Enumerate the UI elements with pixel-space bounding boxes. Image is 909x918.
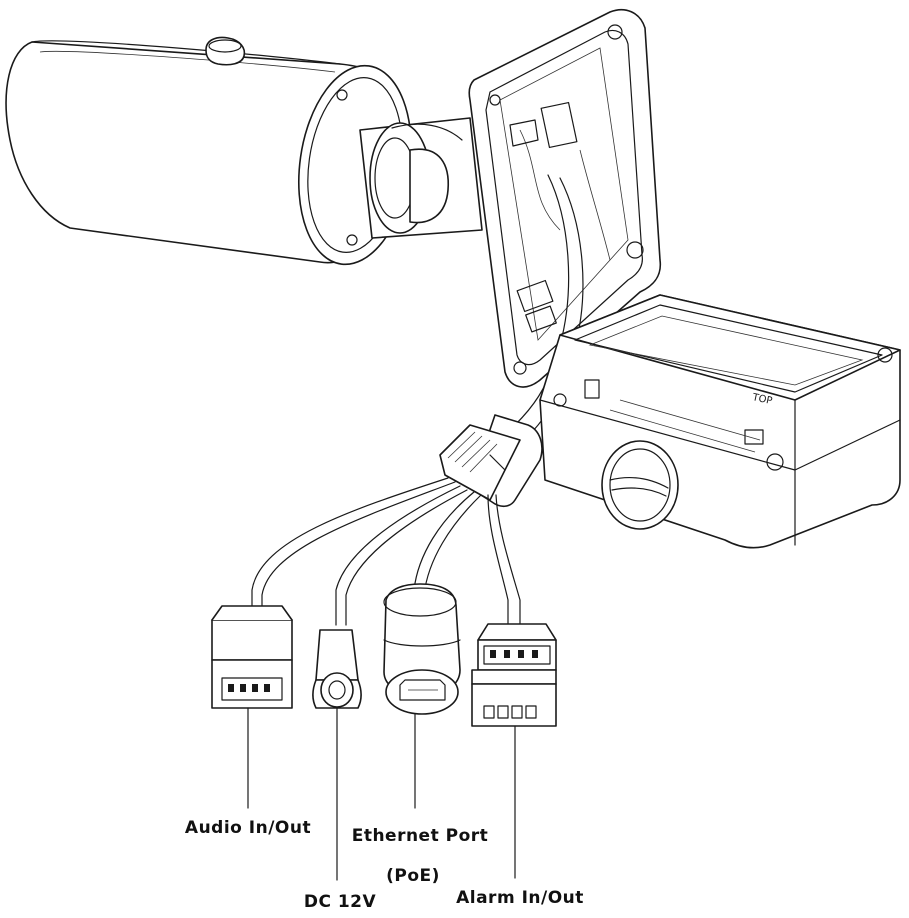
camera-mount-neck (359, 117, 483, 239)
audio-connector (211, 605, 293, 809)
ethernet-connector (383, 583, 461, 809)
dc-power-connector (312, 629, 362, 881)
label-audio: Audio In/Out (184, 818, 312, 838)
camera-body (5, 36, 413, 266)
housing-top-text: TOP (750, 392, 773, 407)
label-ethernet: Ethernet Port (351, 826, 489, 846)
label-dc: DC 12V (303, 892, 377, 912)
back-plate (468, 8, 662, 388)
cable-splitter (439, 414, 543, 508)
label-alarm: Alarm In/Out (456, 888, 584, 908)
label-poe: (PoE) (386, 866, 440, 886)
individual-cables (251, 477, 521, 626)
junction-box: TOP (539, 294, 901, 549)
alarm-connector (471, 623, 557, 879)
